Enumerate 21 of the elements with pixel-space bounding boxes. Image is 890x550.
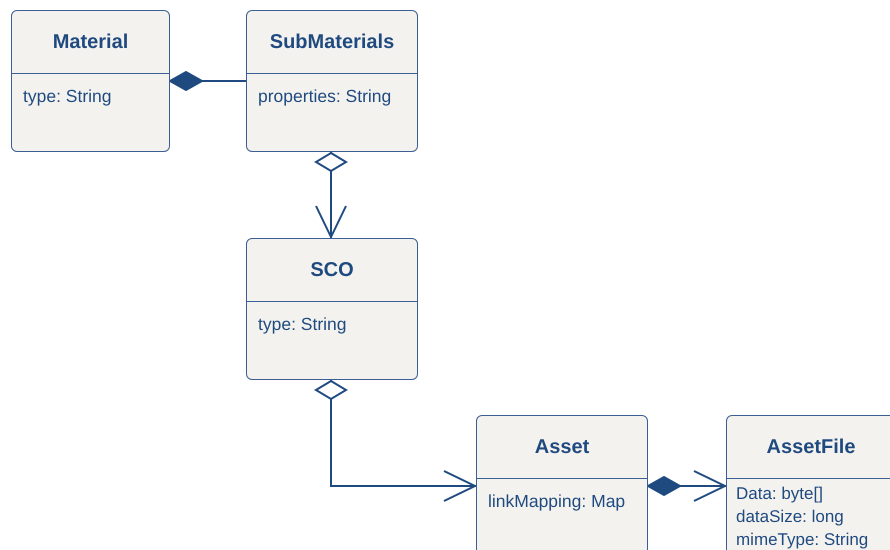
- aggregation-connector: [315, 380, 476, 502]
- class-box: [246, 238, 418, 380]
- class-attribute: properties: String: [258, 85, 392, 108]
- class-attribute: dataSize: long: [736, 506, 845, 528]
- class-name: AssetFile: [766, 436, 856, 458]
- class-name: Asset: [534, 436, 590, 458]
- class-name: SCO: [310, 258, 354, 282]
- class-attribute: mimeType: String: [736, 529, 870, 550]
- class-name: Material: [52, 30, 128, 54]
- class-attribute: Data: byte[]: [736, 483, 824, 505]
- class-attribute: type: String: [258, 313, 348, 336]
- composition-connector: [647, 470, 726, 502]
- class-box: [726, 415, 890, 550]
- composition-connector: [169, 71, 246, 91]
- aggregation-connector: [315, 152, 347, 238]
- class-box: [246, 10, 418, 152]
- class-attribute: type: String: [23, 85, 113, 108]
- class-box: [476, 415, 648, 550]
- class-attribute: linkMapping: Map: [488, 490, 626, 513]
- class-name: SubMaterials: [270, 30, 394, 54]
- class-box: [11, 10, 170, 152]
